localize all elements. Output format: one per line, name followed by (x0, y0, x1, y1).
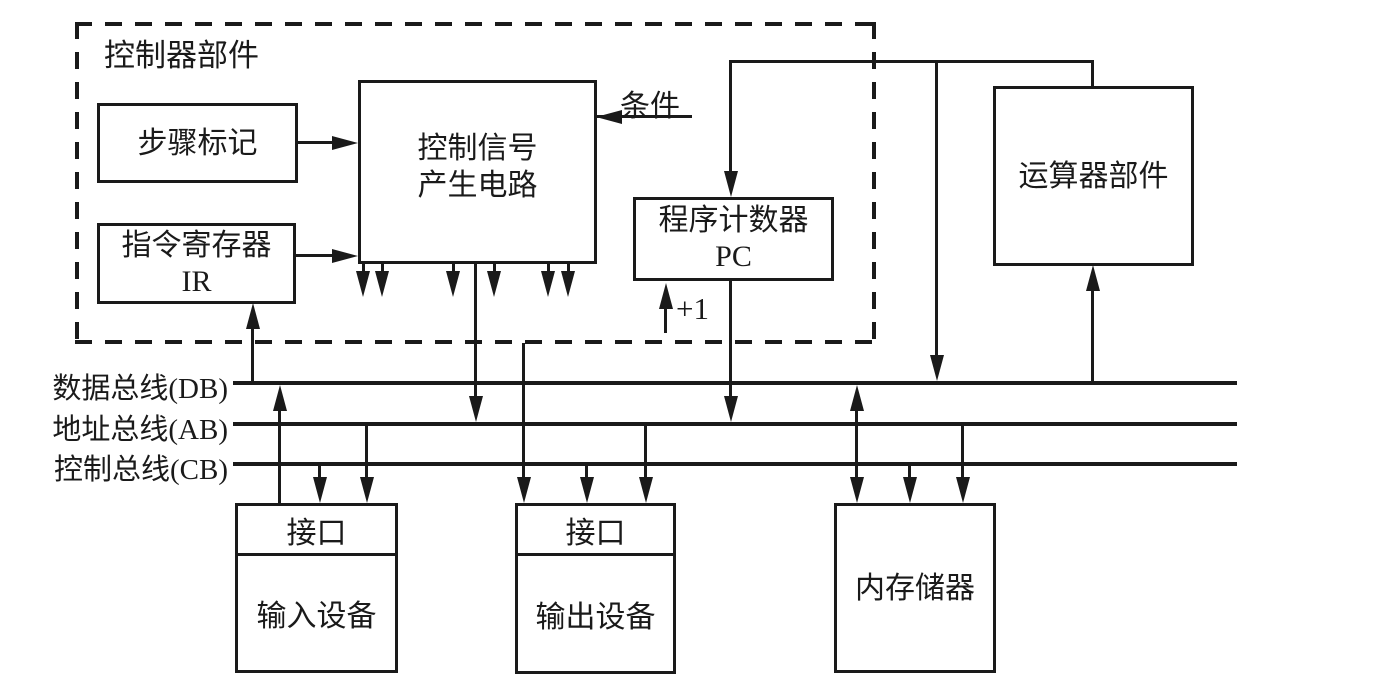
increment-label: +1 (676, 291, 709, 326)
line-control-to-address-bus (474, 263, 477, 398)
control-output-arrowhead-3 (446, 271, 460, 297)
program-counter-abbr: PC (715, 240, 752, 273)
line-increment-to-pc (664, 307, 667, 333)
arrowhead-data-bus-to-ir (246, 303, 260, 329)
address-bus-line (233, 422, 1237, 426)
line-step-to-control (297, 141, 334, 144)
address-bus-label: 地址总线(AB) (52, 414, 228, 446)
line-control-bus-to-input (318, 462, 321, 479)
output-interface-port-label: 接口 (518, 506, 673, 556)
program-counter-label: 程序计数器 (658, 204, 809, 237)
line-input-to-data-bus (278, 409, 281, 504)
arrowhead-data-bus-to-alu (1086, 265, 1100, 291)
data-bus-label: 数据总线(DB) (52, 373, 228, 405)
control-signal-circuit-box: 控制信号 产生电路 (358, 80, 597, 264)
arrowhead-ir-to-control (332, 249, 358, 263)
arrowhead-top-to-pc (724, 171, 738, 197)
input-interface-box: 接口 输入设备 (235, 503, 398, 673)
line-control-bus-to-memory (908, 462, 911, 479)
step-marker-box: 步骤标记 (97, 103, 298, 183)
line-top-to-data-bus (935, 60, 938, 357)
line-data-bus-to-ir (251, 327, 254, 383)
arrowhead-memory-to-data-bus (850, 385, 864, 411)
instruction-register-label: 指令寄存器 (121, 228, 272, 262)
data-bus-line (233, 381, 1237, 385)
control-output-line-4 (493, 263, 496, 275)
line-address-bus-to-input (365, 422, 368, 479)
line-top-to-pc (729, 60, 732, 172)
line-ir-to-control (295, 254, 332, 257)
arrowhead-address-bus-to-memory (956, 477, 970, 503)
output-interface-box: 接口 输出设备 (515, 503, 676, 674)
line-data-bus-to-alu (1091, 289, 1094, 383)
arrowhead-pc-to-address-bus (724, 396, 738, 422)
control-bus-label: 控制总线(CB) (53, 454, 228, 486)
control-output-arrowhead-1 (356, 271, 370, 297)
arrowhead-address-bus-to-output (639, 477, 653, 503)
controller-unit-label: 控制器部件 (104, 38, 259, 73)
control-output-line-1 (362, 263, 365, 275)
control-signal-label-line1: 控制信号 (417, 132, 538, 165)
line-address-bus-to-memory (961, 422, 964, 479)
instruction-register-box: 指令寄存器 IR (97, 223, 296, 304)
arrowhead-controller-to-output-interface (517, 477, 531, 503)
line-controller-to-output-interface (522, 343, 525, 479)
memory-box: 内存储器 (834, 503, 996, 673)
control-output-line-2 (381, 263, 384, 275)
controller-border-left (75, 22, 79, 344)
arrowhead-control-to-address-bus (469, 396, 483, 422)
memory-label: 内存储器 (855, 571, 975, 605)
condition-label: 条件 (620, 90, 680, 123)
line-condition (596, 115, 692, 118)
arrowhead-top-to-data-bus (930, 355, 944, 381)
instruction-register-abbr: IR (181, 264, 212, 298)
control-signal-label-line2: 产生电路 (417, 169, 538, 202)
input-interface-port-label: 接口 (238, 506, 395, 556)
control-output-line-6 (567, 263, 570, 275)
control-output-arrowhead-4 (487, 271, 501, 297)
control-output-arrowhead-6 (561, 271, 575, 297)
controller-border-top (75, 22, 876, 26)
output-device-label: 输出设备 (535, 600, 656, 634)
control-output-arrowhead-5 (541, 271, 555, 297)
arrowhead-input-to-data-bus (273, 385, 287, 411)
step-marker-label: 步骤标记 (137, 126, 258, 160)
line-address-bus-to-output (644, 422, 647, 479)
arrowhead-control-bus-to-output (580, 477, 594, 503)
line-top-to-alu (1091, 60, 1094, 88)
arrowhead-data-bus-to-memory (850, 477, 864, 503)
arrowhead-address-bus-to-input (360, 477, 374, 503)
arrowhead-step-to-control (332, 136, 358, 150)
program-counter-box: 程序计数器 PC (633, 197, 834, 281)
arrowhead-increment-to-pc (659, 283, 673, 309)
arrowhead-control-bus-to-input (313, 477, 327, 503)
control-output-arrowhead-2 (375, 271, 389, 297)
line-alu-top-horizontal (729, 60, 1094, 63)
line-control-bus-to-output (585, 462, 588, 479)
line-memory-data-bus (855, 409, 858, 479)
control-output-line-5 (547, 263, 550, 275)
control-bus-line (233, 462, 1237, 466)
line-pc-to-address-bus (729, 280, 732, 398)
control-output-line-3 (452, 263, 455, 275)
arrowhead-condition (596, 110, 622, 124)
alu-unit-label: 运算器部件 (1018, 159, 1169, 193)
arrowhead-control-bus-to-memory (903, 477, 917, 503)
alu-unit-box: 运算器部件 (993, 86, 1194, 266)
input-device-label: 输入设备 (256, 600, 377, 633)
controller-border-right (872, 22, 876, 344)
